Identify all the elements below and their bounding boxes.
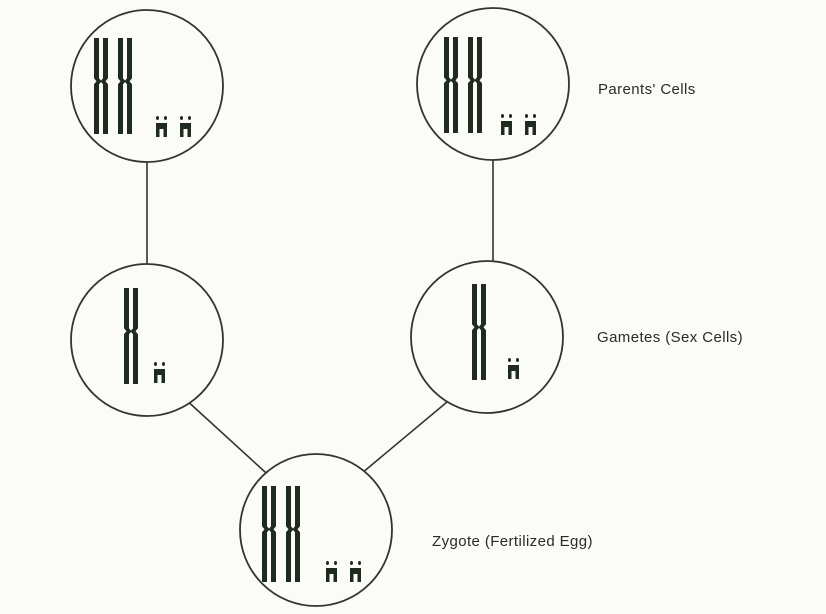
parent-left-chromosomes — [94, 38, 191, 137]
small-chromosome — [326, 561, 337, 582]
large-chromosome — [286, 486, 300, 582]
large-chromosome — [472, 284, 486, 380]
chromatid — [268, 486, 276, 582]
zygote-cell — [239, 453, 393, 607]
chromosome-tip — [501, 114, 504, 118]
small-chromosome — [180, 116, 191, 137]
small-chromosome — [154, 362, 165, 383]
small-chromosome — [156, 116, 167, 137]
gamete-right-chromosomes — [472, 284, 519, 380]
chromatid — [124, 288, 132, 384]
parent-right-chromosomes — [444, 37, 536, 135]
chromosome-tip — [188, 116, 191, 120]
chromosome-body — [350, 568, 361, 582]
large-chromosome — [124, 288, 138, 384]
parents-cells-label: Parents' Cells — [598, 81, 696, 98]
gametes-label: Gametes (Sex Cells) — [597, 329, 743, 346]
chromosome-tip — [326, 561, 329, 565]
chromatid — [262, 486, 270, 582]
chromosome-body — [501, 121, 512, 135]
chromatid — [474, 37, 482, 133]
chromosome-tip — [164, 116, 167, 120]
chromosome-body — [154, 369, 165, 383]
chromosome-tip — [350, 561, 353, 565]
small-chromosome — [508, 358, 519, 379]
chromatid — [94, 38, 102, 134]
large-chromosome — [468, 37, 482, 133]
small-chromosome — [350, 561, 361, 582]
zygote-label: Zygote (Fertilized Egg) — [432, 533, 593, 550]
large-chromosome — [94, 38, 108, 134]
small-chromosome — [525, 114, 536, 135]
chromosome-tip — [533, 114, 536, 118]
chromatid — [130, 288, 138, 384]
connector-gamete-left-to-zygote — [183, 397, 277, 483]
zygote-chromosomes — [262, 486, 361, 582]
chromosome-tip — [162, 362, 165, 366]
parent-cell-left — [70, 9, 224, 163]
gamete-left-chromosomes — [124, 288, 165, 384]
large-chromosome — [118, 38, 132, 134]
chromosome-tip — [508, 358, 511, 362]
gamete-cell-left — [70, 263, 224, 417]
chromosome-tip — [358, 561, 361, 565]
chromosome-tip — [516, 358, 519, 362]
chromosome-tip — [154, 362, 157, 366]
large-chromosome — [444, 37, 458, 133]
chromatid — [100, 38, 108, 134]
chromatid — [478, 284, 486, 380]
chromatid — [286, 486, 294, 582]
chromatid — [118, 38, 126, 134]
chromosome-body — [525, 121, 536, 135]
chromosome-tip — [334, 561, 337, 565]
chromosome-body — [156, 123, 167, 137]
connector-gamete-right-to-zygote — [355, 396, 454, 479]
chromosome-body — [326, 568, 337, 582]
large-chromosome — [262, 486, 276, 582]
chromosome-tip — [509, 114, 512, 118]
small-chromosome — [501, 114, 512, 135]
chromatid — [124, 38, 132, 134]
chromatid — [292, 486, 300, 582]
chromosome-body — [180, 123, 191, 137]
gamete-cell-right — [410, 260, 564, 414]
chromatid — [468, 37, 476, 133]
chromatid — [472, 284, 480, 380]
chromosome-tip — [156, 116, 159, 120]
chromosome-body — [508, 365, 519, 379]
chromatid — [450, 37, 458, 133]
parent-cell-right — [416, 7, 570, 161]
chromosome-tip — [180, 116, 183, 120]
chromatid — [444, 37, 452, 133]
chromosome-tip — [525, 114, 528, 118]
